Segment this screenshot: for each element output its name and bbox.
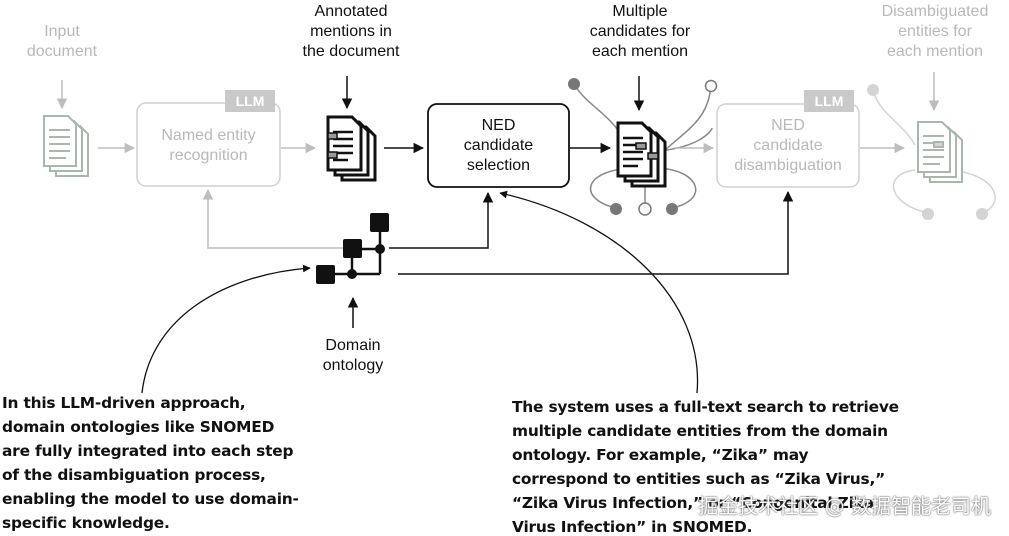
input-document-label: Input document — [26, 23, 98, 60]
output-nodes — [867, 84, 988, 220]
watermark: 掘金技术社区 @ 数据智能老司机 — [698, 494, 991, 518]
domain-ontology-label: Domain ontology — [322, 337, 384, 374]
right-callout-curve — [499, 190, 699, 394]
ner-box-label: Named entity recognition — [161, 127, 256, 164]
disambiguated-entities-label: Disambiguated entities for each mention — [881, 3, 989, 60]
multiple-candidates-label: Multiple candidates for each mention — [589, 3, 691, 60]
ned-selection-box — [427, 103, 570, 188]
output-branches — [872, 89, 996, 214]
ontology-to-ner — [202, 188, 343, 249]
ner-llm-badge: LLM — [225, 90, 275, 112]
ned-disambiguation-box — [716, 103, 860, 188]
left-callout-curve — [141, 264, 311, 394]
ontology-to-selection — [389, 191, 494, 249]
ned-disambiguation-label: NED candidate disambiguation — [734, 117, 842, 174]
annotated-mentions-label: Annotated mentions in the document — [302, 3, 400, 60]
candidate-nodes — [568, 78, 718, 216]
right-annotation-note: The system uses a full-text search to re… — [512, 398, 899, 536]
candidate-document-icon — [616, 121, 667, 188]
ontology-to-disambiguation — [398, 190, 794, 275]
left-annotation-note: In this LLM-driven approach, domain onto… — [2, 394, 299, 532]
domain-ontology-icon — [316, 213, 389, 284]
input-document-icon — [43, 115, 89, 177]
disambiguation-llm-badge: LLM — [804, 90, 854, 112]
ned-selection-label: NED candidate selection — [463, 117, 534, 174]
annotated-document-icon — [326, 115, 377, 182]
output-document-icon — [917, 121, 963, 183]
ner-box — [136, 102, 281, 187]
